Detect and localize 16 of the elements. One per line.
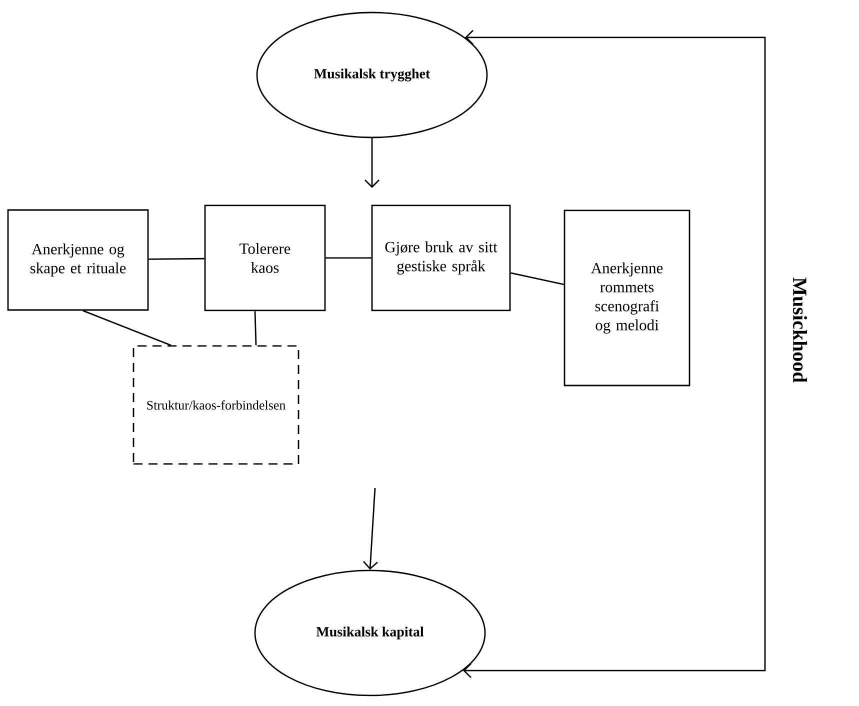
arrow: [362, 488, 378, 570]
connector-line: [148, 258, 204, 260]
arrow: [364, 138, 380, 188]
connector-line: [82, 310, 172, 346]
process-box: Tolerere kaos: [204, 204, 326, 312]
connector-line: [326, 257, 372, 259]
process-box: Anerkjenne rommets scenografi og melodi: [564, 210, 690, 386]
process-box: Gjøre bruk av sitt gestiske språk: [371, 204, 511, 312]
connector-line: [510, 272, 564, 286]
arrow: [463, 30, 766, 678]
ellipse-node: Musikalsk trygghet: [256, 12, 488, 138]
edge-label: Musickhood: [790, 275, 810, 385]
connector-line: [254, 311, 257, 346]
dashed-box: Struktur/kaos-forbindelsen: [132, 345, 300, 465]
ellipse-node: Musikalsk kapital: [254, 570, 486, 696]
process-box: Anerkjenne og skape et rituale: [7, 209, 149, 311]
